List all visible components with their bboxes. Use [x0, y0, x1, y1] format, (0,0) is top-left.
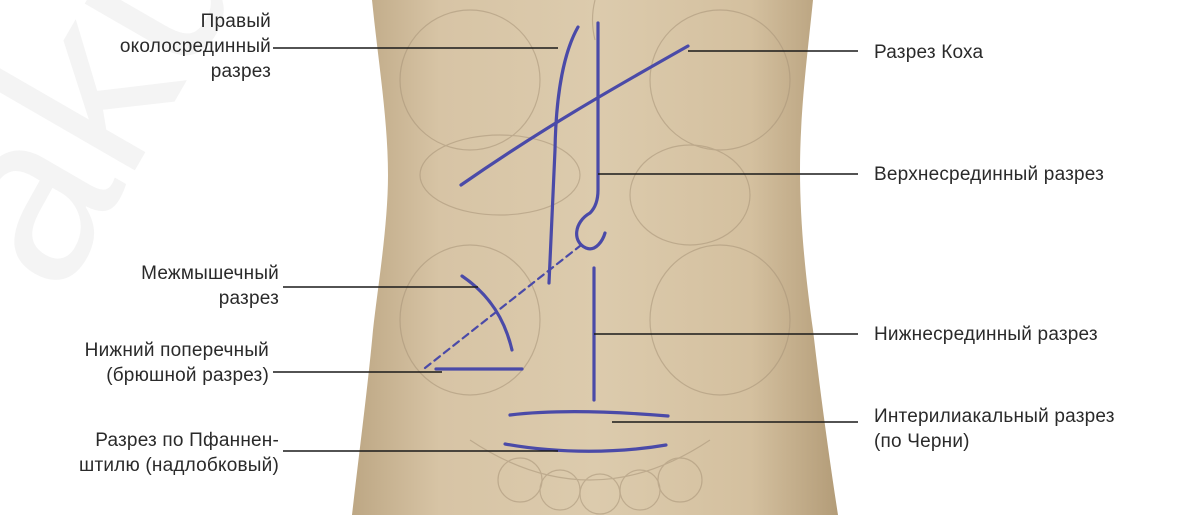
label-kocher: Разрез Коха [874, 40, 983, 65]
label-lower-transverse: Нижний поперечный (брюшной разрез) [85, 338, 269, 388]
label-interiliac: Интерилиакальный разрез (по Черни) [874, 404, 1115, 454]
label-upper-midline: Верхнесрединный разрез [874, 162, 1104, 187]
label-intermuscular: Межмышечный разрез [141, 261, 279, 311]
label-pfannenstiel: Разрез по Пфаннен- штилю (надлобковый) [79, 428, 279, 478]
torso-skin [352, 0, 838, 515]
label-right-paramedian: Правый околосрединный разрез [120, 9, 271, 84]
label-lower-midline: Нижнесрединный разрез [874, 322, 1098, 347]
